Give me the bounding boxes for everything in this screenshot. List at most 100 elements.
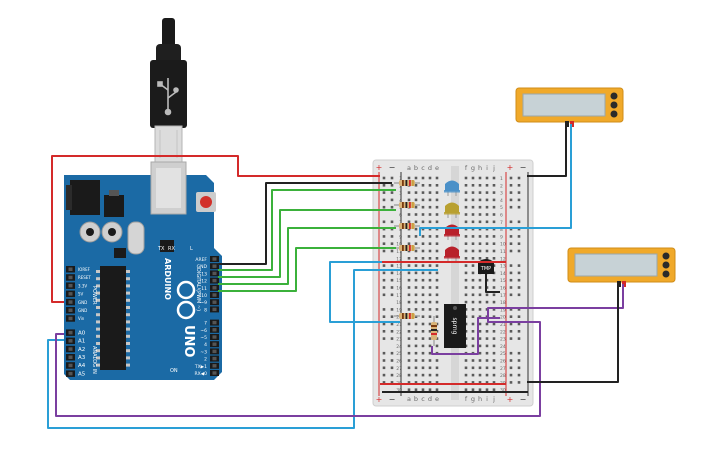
breadboard-hole[interactable] (478, 337, 482, 340)
rail-hole[interactable] (382, 271, 386, 275)
breadboard-hole[interactable] (471, 264, 475, 267)
breadboard-hole[interactable] (428, 227, 432, 231)
rail-hole[interactable] (382, 227, 386, 231)
breadboard-hole[interactable] (414, 213, 418, 216)
breadboard-hole[interactable] (485, 300, 489, 304)
rail-hole[interactable] (382, 322, 386, 326)
wire-green-9[interactable] (218, 247, 396, 292)
breadboard-hole[interactable] (407, 278, 411, 282)
breadboard-hole[interactable] (407, 322, 411, 326)
rail-hole[interactable] (382, 315, 386, 318)
breadboard-hole[interactable] (421, 235, 425, 238)
breadboard-hole[interactable] (435, 205, 439, 209)
breadboard-hole[interactable] (428, 264, 432, 267)
breadboard-hole[interactable] (421, 315, 425, 318)
breadboard-hole[interactable] (435, 227, 439, 231)
breadboard-hole[interactable] (407, 359, 411, 362)
breadboard-hole[interactable] (407, 308, 411, 311)
breadboard-hole[interactable] (478, 213, 482, 216)
breadboard-hole[interactable] (421, 264, 425, 267)
rail-hole[interactable] (390, 366, 394, 370)
rail-hole[interactable] (509, 271, 513, 275)
breadboard-hole[interactable] (471, 300, 475, 304)
breadboard-hole[interactable] (421, 359, 425, 362)
resistor-2[interactable] (394, 202, 420, 208)
breadboard-hole[interactable] (492, 184, 496, 187)
rail-hole[interactable] (517, 359, 521, 362)
breadboard-hole[interactable] (414, 351, 418, 355)
rail-hole[interactable] (509, 176, 513, 180)
breadboard-hole[interactable] (485, 373, 489, 377)
breadboard-hole[interactable] (407, 271, 411, 275)
rail-hole[interactable] (382, 220, 386, 224)
breadboard-hole[interactable] (492, 235, 496, 238)
rail-hole[interactable] (517, 249, 521, 253)
breadboard-hole[interactable] (421, 257, 425, 260)
rail-hole[interactable] (382, 293, 386, 297)
breadboard-hole[interactable] (464, 293, 468, 297)
breadboard-hole[interactable] (478, 293, 482, 297)
breadboard-hole[interactable] (407, 176, 411, 180)
breadboard-hole[interactable] (421, 308, 425, 311)
breadboard-hole[interactable] (492, 257, 496, 260)
breadboard-hole[interactable] (428, 176, 432, 180)
breadboard-hole[interactable] (478, 388, 482, 391)
rail-hole[interactable] (509, 308, 513, 311)
breadboard-hole[interactable] (414, 373, 418, 377)
breadboard-hole[interactable] (485, 322, 489, 326)
wire-green-12[interactable] (218, 189, 396, 271)
breadboard-hole[interactable] (464, 300, 468, 304)
rail-hole[interactable] (509, 220, 513, 224)
breadboard-hole[interactable] (485, 257, 489, 260)
wire-black-meter2[interactable] (527, 284, 619, 383)
breadboard-hole[interactable] (428, 308, 432, 311)
breadboard-hole[interactable] (464, 359, 468, 362)
breadboard-hole[interactable] (492, 198, 496, 202)
rail-hole[interactable] (509, 351, 513, 355)
rail-hole[interactable] (390, 337, 394, 340)
rail-hole[interactable] (509, 235, 513, 238)
breadboard-hole[interactable] (471, 249, 475, 253)
rail-hole[interactable] (382, 191, 386, 194)
vertical-resistor[interactable] (431, 316, 437, 346)
rail-hole[interactable] (509, 205, 513, 209)
breadboard-hole[interactable] (471, 359, 475, 362)
breadboard-hole[interactable] (414, 235, 418, 238)
rail-hole[interactable] (390, 191, 394, 194)
breadboard-hole[interactable] (471, 388, 475, 391)
breadboard-hole[interactable] (478, 205, 482, 209)
rail-hole[interactable] (517, 191, 521, 194)
breadboard-hole[interactable] (414, 205, 418, 209)
breadboard-hole[interactable] (478, 242, 482, 245)
breadboard-hole[interactable] (471, 227, 475, 231)
breadboard-hole[interactable] (471, 220, 475, 224)
rail-hole[interactable] (509, 227, 513, 231)
rail-hole[interactable] (390, 271, 394, 275)
breadboard-hole[interactable] (478, 191, 482, 194)
breadboard-hole[interactable] (407, 337, 411, 340)
breadboard-hole[interactable] (492, 213, 496, 216)
rail-hole[interactable] (517, 220, 521, 224)
multimeter-2-mode-ohm[interactable] (662, 270, 670, 278)
breadboard-hole[interactable] (485, 184, 489, 187)
breadboard-hole[interactable] (435, 278, 439, 282)
breadboard-hole[interactable] (471, 293, 475, 297)
rail-hole[interactable] (390, 205, 394, 209)
breadboard-hole[interactable] (464, 249, 468, 253)
breadboard-hole[interactable] (407, 381, 411, 384)
multimeter-1[interactable] (515, 87, 624, 127)
resistor-5[interactable] (394, 313, 420, 319)
wire-black-meter1[interactable] (527, 124, 567, 177)
breadboard-hole[interactable] (414, 264, 418, 267)
breadboard-hole[interactable] (464, 242, 468, 245)
breadboard-hole[interactable] (471, 184, 475, 187)
breadboard-hole[interactable] (421, 344, 425, 348)
breadboard-hole[interactable] (428, 198, 432, 202)
breadboard-hole[interactable] (492, 381, 496, 384)
wire-red-5v[interactable] (51, 155, 380, 303)
breadboard-hole[interactable] (414, 249, 418, 253)
breadboard-hole[interactable] (464, 271, 468, 275)
wire-black-sensor[interactable] (485, 274, 500, 293)
breadboard-hole[interactable] (414, 293, 418, 297)
breadboard-hole[interactable] (421, 278, 425, 282)
